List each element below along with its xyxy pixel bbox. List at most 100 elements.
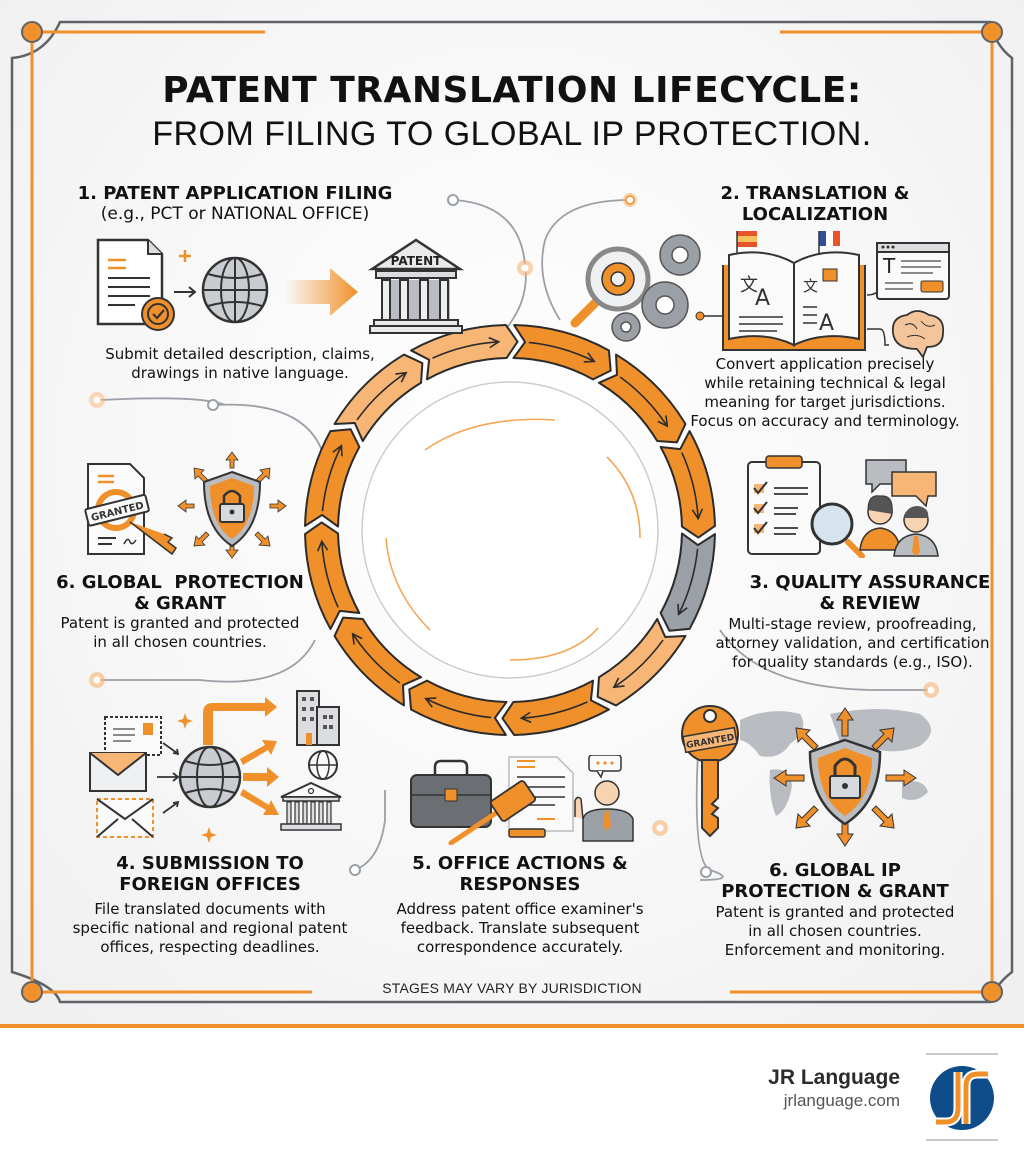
ring-arrowhead [612, 677, 625, 689]
gavel-icon [448, 780, 546, 845]
patent-office-building-icon: PATENT [368, 238, 464, 334]
desc-line: Patent is granted and protected [60, 614, 300, 632]
ring-direction-arrow [321, 541, 339, 608]
ring-segment [408, 679, 508, 736]
stage-1-description: Submit detailed description, claims, dra… [65, 345, 415, 383]
stage-1-heading: 1. PATENT APPLICATION FILING (e.g., PCT … [55, 183, 415, 225]
desc-line: Patent is granted and protected [715, 903, 955, 921]
shield-lock-icon [808, 738, 882, 826]
desc-line: while retaining technical & legal [704, 374, 946, 392]
magnifier-gear-icon [570, 246, 651, 328]
ring-segment [304, 428, 361, 528]
heading-line: FOREIGN OFFICES [119, 874, 301, 895]
inner-arc [606, 456, 641, 539]
chat-bubbles-icon [865, 459, 937, 508]
document-check-icon [96, 238, 175, 331]
desc-line: Convert application precisely [715, 355, 935, 373]
stage-6-left-illustration: GRANTED [84, 451, 287, 559]
sparkle-icons [177, 713, 217, 843]
ring-direction-arrow [681, 452, 699, 519]
stage-1-illustration [96, 238, 358, 331]
stage-1-subtitle: (e.g., PCT or NATIONAL OFFICE) [100, 204, 370, 224]
connector-dot [695, 311, 705, 321]
speech-bubble-icon [588, 755, 622, 779]
ring-arrowhead [351, 632, 363, 645]
brand-name: JR Language [768, 1066, 900, 1089]
briefcase-icon [410, 759, 492, 828]
ring-arrowhead [677, 603, 688, 616]
granted-key-icon: GRANTED [681, 705, 739, 838]
plus-sparkle-icon [179, 250, 191, 262]
desc-line: meaning for target jurisdictions. [704, 393, 946, 411]
shield-lock-icon [202, 470, 262, 548]
examiner-icon [574, 780, 634, 842]
desc-line: File translated documents with [94, 900, 326, 918]
stage-3-description: Multi-stage review, proofreading, attorn… [700, 615, 1005, 672]
ring-arrowhead [519, 711, 532, 724]
input-arrows [157, 742, 180, 814]
ring-direction-arrow [521, 701, 588, 719]
office-tower-icon [296, 690, 340, 746]
stage-6-left-heading: 6. GLOBAL PROTECTION & GRANT [45, 572, 315, 614]
ring-segment [501, 679, 610, 736]
brand-block: JR Language jrlanguage.com [724, 1040, 1024, 1150]
heading-line: LOCALIZATION [741, 204, 889, 225]
ring-arrowhead [424, 697, 437, 708]
big-arrow-right-icon [285, 268, 358, 316]
svg-text:A: A [755, 286, 770, 311]
heading-line: 3. QUALITY ASSURANCE [749, 572, 991, 593]
desc-line: Enforcement and monitoring. [724, 941, 946, 959]
ring-segments [304, 324, 716, 736]
open-book-translate-icon: 文 A 文 A [722, 251, 866, 351]
desc-line: for quality standards (e.g., ISO). [732, 653, 973, 671]
brain-icon [891, 310, 945, 359]
ring-segment [659, 532, 716, 632]
reviewers-icon [859, 495, 939, 557]
ring-direction-arrow [432, 341, 499, 359]
desc-line: offices, respecting deadlines. [100, 938, 320, 956]
ring-arrowhead [488, 336, 501, 349]
page-subtitle: FROM FILING TO GLOBAL IP PROTECTION. [152, 115, 872, 153]
checklist-clipboard-icon [747, 455, 821, 555]
ring-direction-arrow [352, 633, 401, 684]
stage-5-description: Address patent office examiner's feedbac… [380, 900, 660, 957]
stage-3-heading: 3. QUALITY ASSURANCE & REVIEW [735, 572, 1005, 614]
desc-line: correspondence accurately. [416, 938, 624, 956]
spanish-flag-icon [736, 231, 757, 255]
frame-corner-dot [981, 21, 1003, 43]
stage-4-description: File translated documents with specific … [60, 900, 360, 957]
ring-arrowhead [395, 371, 408, 383]
globe-icon [178, 745, 242, 809]
heading-line: 6. GLOBAL IP [769, 860, 901, 881]
desc-line: feedback. Translate subsequent [400, 919, 640, 937]
ring-arrowhead [583, 352, 596, 363]
ring-direction-arrow [528, 341, 595, 363]
patent-building-label: PATENT [391, 254, 442, 268]
heading-line: & REVIEW [819, 593, 921, 614]
svg-text:文: 文 [803, 277, 818, 295]
radiating-arrows-icon [773, 707, 917, 847]
desc-line: in all chosen countries. [748, 922, 922, 940]
small-globe-icon [308, 750, 338, 780]
stage-4-illustration [89, 690, 342, 843]
globe-icon [201, 256, 269, 324]
ring-center [360, 380, 660, 680]
footer-note: STAGES MAY VARY BY JURISDICTION [382, 980, 642, 996]
desc-line: drawings in native language. [131, 364, 349, 382]
heading-line: 4. SUBMISSION TO [116, 853, 304, 874]
stage-6-illustration: GRANTED [681, 705, 931, 847]
stage-6-left-description: Patent is granted and protected in all c… [45, 614, 315, 652]
ring-direction-arrow [356, 372, 407, 421]
inner-arc [385, 537, 431, 631]
lifecycle-ring [304, 324, 716, 736]
output-arrows [203, 697, 279, 815]
heading-line: RESPONSES [459, 874, 581, 895]
desc-line: Multi-stage review, proofreading, [728, 615, 977, 633]
heading-line: PROTECTION & GRANT [721, 881, 949, 902]
footer-divider [0, 1024, 1024, 1028]
gears-icon [611, 234, 701, 342]
ring-arrowhead [691, 508, 704, 521]
brand-url[interactable]: jrlanguage.com [783, 1091, 900, 1110]
stage-1-title: 1. PATENT APPLICATION FILING [77, 183, 393, 204]
inner-arc [424, 418, 556, 451]
